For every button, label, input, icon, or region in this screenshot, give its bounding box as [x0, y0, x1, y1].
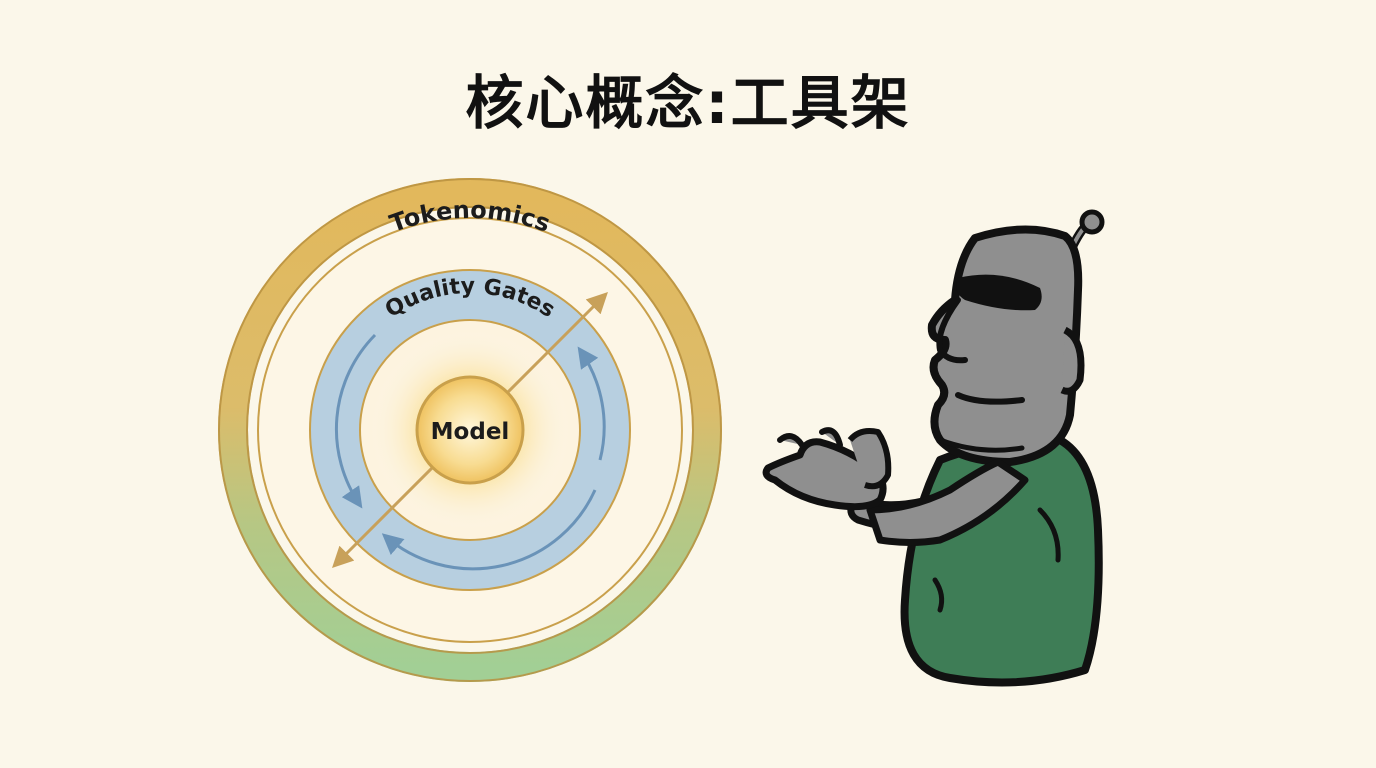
mascot-arm-front: [866, 458, 1029, 546]
mascot-head: [927, 225, 1083, 466]
mascot-hand-right: [847, 428, 892, 490]
core-model-circle: [415, 375, 525, 485]
core-label: Model: [431, 419, 510, 445]
harness-diagram: Model Tokenomics Quality Gates: [218, 178, 722, 682]
mascot-hand-left: [762, 438, 887, 511]
sunglasses-icon: [956, 274, 1042, 311]
moai-mascot-icon: [762, 209, 1105, 687]
page-title: 核心概念:工具架: [465, 69, 911, 137]
